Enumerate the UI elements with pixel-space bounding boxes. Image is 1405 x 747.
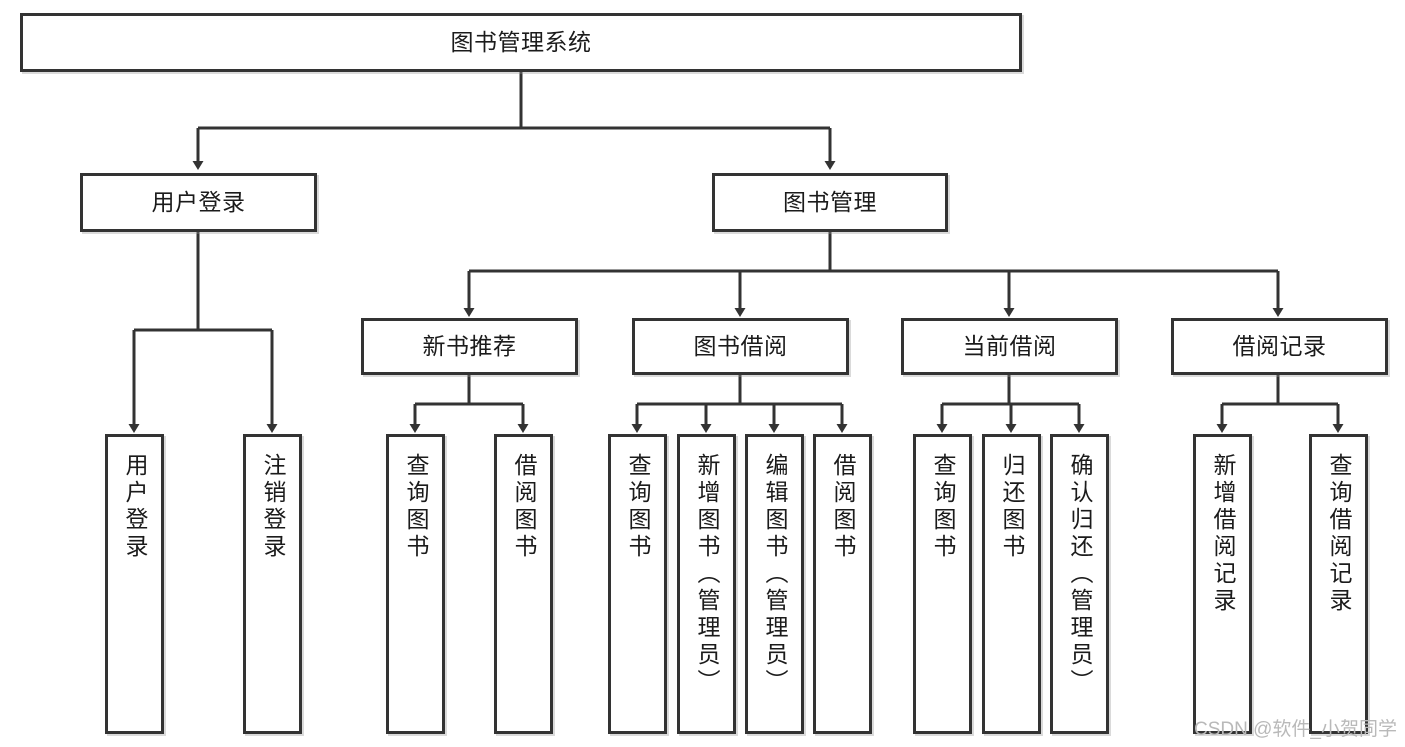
node-leaf-borrow-book-1[interactable]: 借阅图书 bbox=[494, 434, 553, 734]
node-leaf-logout-login[interactable]: 注销登录 bbox=[243, 434, 302, 734]
node-leaf-logout-login-label: 注销登录 bbox=[260, 453, 286, 561]
node-borrow-record-label: 借阅记录 bbox=[1232, 332, 1327, 359]
node-leaf-borrow-book-1-label: 借阅图书 bbox=[511, 453, 537, 561]
node-leaf-query-record[interactable]: 查询借阅记录 bbox=[1309, 434, 1368, 734]
node-leaf-query-book-1[interactable]: 查询图书 bbox=[386, 434, 445, 734]
node-leaf-confirm-return[interactable]: 确认归还（管理员） bbox=[1050, 434, 1109, 734]
node-leaf-query-book-3[interactable]: 查询图书 bbox=[913, 434, 972, 734]
node-leaf-add-book-label: 新增图书（管理员） bbox=[694, 453, 720, 696]
node-leaf-borrow-book-2[interactable]: 借阅图书 bbox=[813, 434, 872, 734]
node-leaf-borrow-book-2-label: 借阅图书 bbox=[830, 453, 856, 561]
node-book-borrow[interactable]: 图书借阅 bbox=[632, 318, 849, 375]
node-leaf-return-book-label: 归还图书 bbox=[999, 453, 1025, 561]
node-leaf-add-record[interactable]: 新增借阅记录 bbox=[1193, 434, 1252, 734]
node-leaf-edit-book-label: 编辑图书（管理员） bbox=[762, 453, 788, 696]
node-leaf-add-book[interactable]: 新增图书（管理员） bbox=[677, 434, 736, 734]
node-borrow-record[interactable]: 借阅记录 bbox=[1171, 318, 1388, 375]
node-new-book-recommend-label: 新书推荐 bbox=[422, 332, 517, 359]
node-leaf-user-login-label: 用户登录 bbox=[122, 453, 148, 561]
node-leaf-user-login[interactable]: 用户登录 bbox=[105, 434, 164, 734]
node-leaf-query-book-1-label: 查询图书 bbox=[403, 453, 429, 561]
node-user-login[interactable]: 用户登录 bbox=[80, 173, 317, 232]
node-leaf-query-book-2[interactable]: 查询图书 bbox=[608, 434, 667, 734]
node-book-borrow-label: 图书借阅 bbox=[693, 332, 788, 359]
node-leaf-add-record-label: 新增借阅记录 bbox=[1210, 453, 1236, 615]
node-leaf-query-book-2-label: 查询图书 bbox=[625, 453, 651, 561]
node-leaf-query-book-3-label: 查询图书 bbox=[930, 453, 956, 561]
node-book-manage[interactable]: 图书管理 bbox=[712, 173, 948, 232]
node-current-borrow-label: 当前借阅 bbox=[962, 332, 1057, 359]
node-root-label: 图书管理系统 bbox=[450, 28, 592, 55]
node-leaf-edit-book[interactable]: 编辑图书（管理员） bbox=[745, 434, 804, 734]
node-root[interactable]: 图书管理系统 bbox=[20, 13, 1022, 72]
node-current-borrow[interactable]: 当前借阅 bbox=[901, 318, 1118, 375]
node-leaf-query-record-label: 查询借阅记录 bbox=[1326, 453, 1352, 615]
node-user-login-label: 用户登录 bbox=[151, 188, 246, 215]
node-book-manage-label: 图书管理 bbox=[783, 188, 877, 215]
node-new-book-recommend[interactable]: 新书推荐 bbox=[361, 318, 578, 375]
node-leaf-confirm-return-label: 确认归还（管理员） bbox=[1067, 453, 1093, 696]
node-leaf-return-book[interactable]: 归还图书 bbox=[982, 434, 1041, 734]
